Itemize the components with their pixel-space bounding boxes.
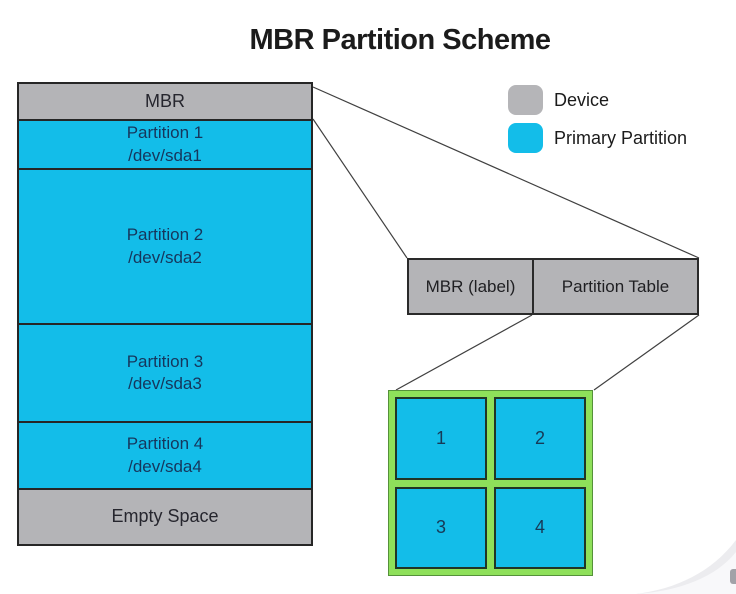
connector-line-mbr-to-detail-left xyxy=(312,118,408,259)
partition-table-grid: 1 2 3 4 xyxy=(388,390,593,576)
primary-partition-swatch-icon xyxy=(508,123,543,153)
segment-label: Partition 2 xyxy=(126,225,204,245)
disk-segment-partition-3: Partition 3 /dev/sda3 xyxy=(19,323,311,421)
disk-segment-partition-4: Partition 4 /dev/sda4 xyxy=(19,421,311,488)
disk-segment-partition-2: Partition 2 /dev/sda2 xyxy=(19,168,311,323)
segment-device-path: /dev/sda4 xyxy=(128,456,202,476)
connector-line-mbr-to-detail-right xyxy=(312,86,700,259)
segment-device-path: /dev/sda1 xyxy=(128,145,202,165)
disk-segment-empty-space: Empty Space xyxy=(19,488,311,544)
device-swatch-icon xyxy=(508,85,543,115)
mbr-detail-strip: MBR (label) Partition Table xyxy=(407,258,699,315)
partition-table-entry-2: 2 xyxy=(494,397,586,480)
legend-item-primary-partition: Primary Partition xyxy=(508,123,687,153)
partition-table-cell: Partition Table xyxy=(561,276,670,296)
diagram-title: MBR Partition Scheme xyxy=(249,24,552,56)
clipped-edge-artifact xyxy=(730,569,736,584)
mbr-label-cell: MBR (label) xyxy=(409,260,534,313)
disk-segment-partition-1: Partition 1 /dev/sda1 xyxy=(19,119,311,168)
legend-item-device: Device xyxy=(508,85,687,115)
page-curl-highlight xyxy=(636,552,736,594)
partition-table-entry-1: 1 xyxy=(395,397,487,480)
partition-table-entry-4: 4 xyxy=(494,486,586,569)
connector-line-detail-to-table-left xyxy=(395,314,533,391)
segment-device-path: /dev/sda3 xyxy=(128,374,202,393)
legend: Device Primary Partition xyxy=(508,85,687,153)
segment-label: Empty Space xyxy=(111,506,219,527)
segment-label: Partition 1 xyxy=(126,123,204,143)
legend-label: Device xyxy=(554,89,610,110)
disk-stack: MBR Partition 1 /dev/sda1 Partition 2 /d… xyxy=(17,82,313,546)
segment-device-path: /dev/sda2 xyxy=(128,247,202,267)
disk-segment-mbr: MBR xyxy=(19,84,311,119)
segment-label: MBR xyxy=(145,90,185,111)
segment-label: Partition 4 xyxy=(126,434,204,454)
connector-line-detail-to-table-right xyxy=(593,314,700,391)
partition-table-entry-3: 3 xyxy=(395,486,487,569)
segment-label: Partition 3 xyxy=(126,351,204,371)
legend-label: Primary Partition xyxy=(554,127,688,148)
